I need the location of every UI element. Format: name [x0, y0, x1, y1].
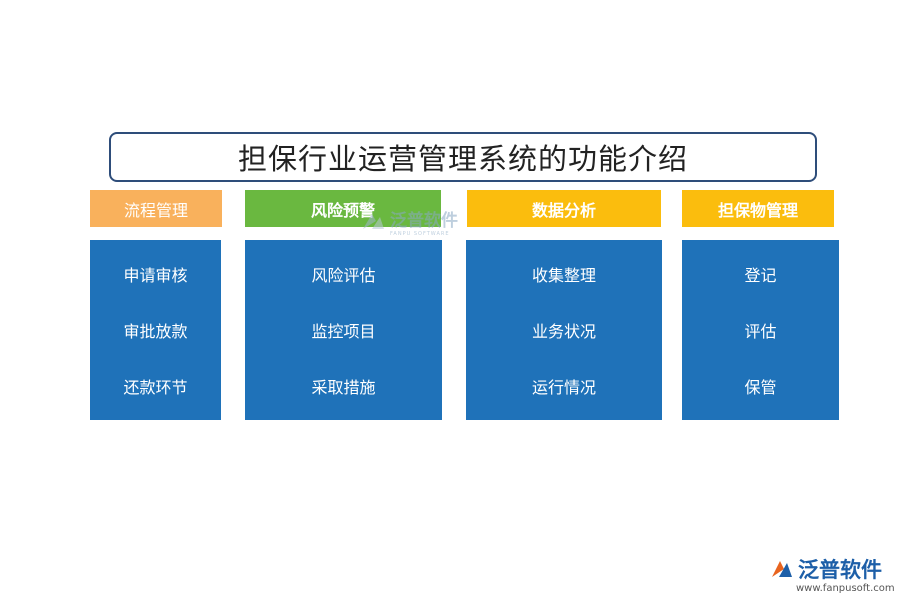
list-item: 保管 — [744, 378, 777, 397]
watermark-text: 泛普软件 — [390, 211, 458, 231]
category-header-risk: 风险预警 — [245, 190, 441, 227]
category-items-risk: 风险评估 监控项目 采取措施 — [245, 240, 442, 420]
category-header-process: 流程管理 — [90, 190, 222, 227]
list-item: 运行情况 — [531, 378, 596, 397]
category-items-collateral: 登记 评估 保管 — [682, 240, 839, 420]
brand-url: www.fanpusoft.com — [796, 583, 895, 594]
list-item: 评估 — [744, 322, 777, 341]
list-item: 还款环节 — [123, 378, 188, 397]
list-item: 收集整理 — [531, 266, 596, 285]
list-item: 审批放款 — [123, 322, 188, 341]
brand-logo-icon — [772, 561, 792, 577]
list-item: 采取措施 — [311, 378, 376, 397]
list-item: 登记 — [744, 266, 777, 285]
brand-logo: 泛普软件 www.fanpusoft.com — [770, 554, 895, 594]
category-items-process: 申请审核 审批放款 还款环节 — [90, 240, 221, 420]
watermark: 泛普软件 FANPU SOFTWARE — [360, 206, 458, 237]
category-items-data: 收集整理 业务状况 运行情况 — [466, 240, 662, 420]
diagram-title: 担保行业运营管理系统的功能介绍 — [109, 132, 817, 182]
category-header-collateral: 担保物管理 — [682, 190, 834, 227]
list-item: 业务状况 — [531, 322, 596, 341]
watermark-subtext: FANPU SOFTWARE — [390, 231, 450, 237]
brand-name: 泛普软件 — [798, 558, 882, 582]
brand-logo-icon — [363, 213, 384, 229]
list-item: 风险评估 — [311, 266, 376, 285]
list-item: 申请审核 — [123, 266, 188, 285]
list-item: 监控项目 — [311, 322, 376, 341]
category-header-data: 数据分析 — [467, 190, 661, 227]
